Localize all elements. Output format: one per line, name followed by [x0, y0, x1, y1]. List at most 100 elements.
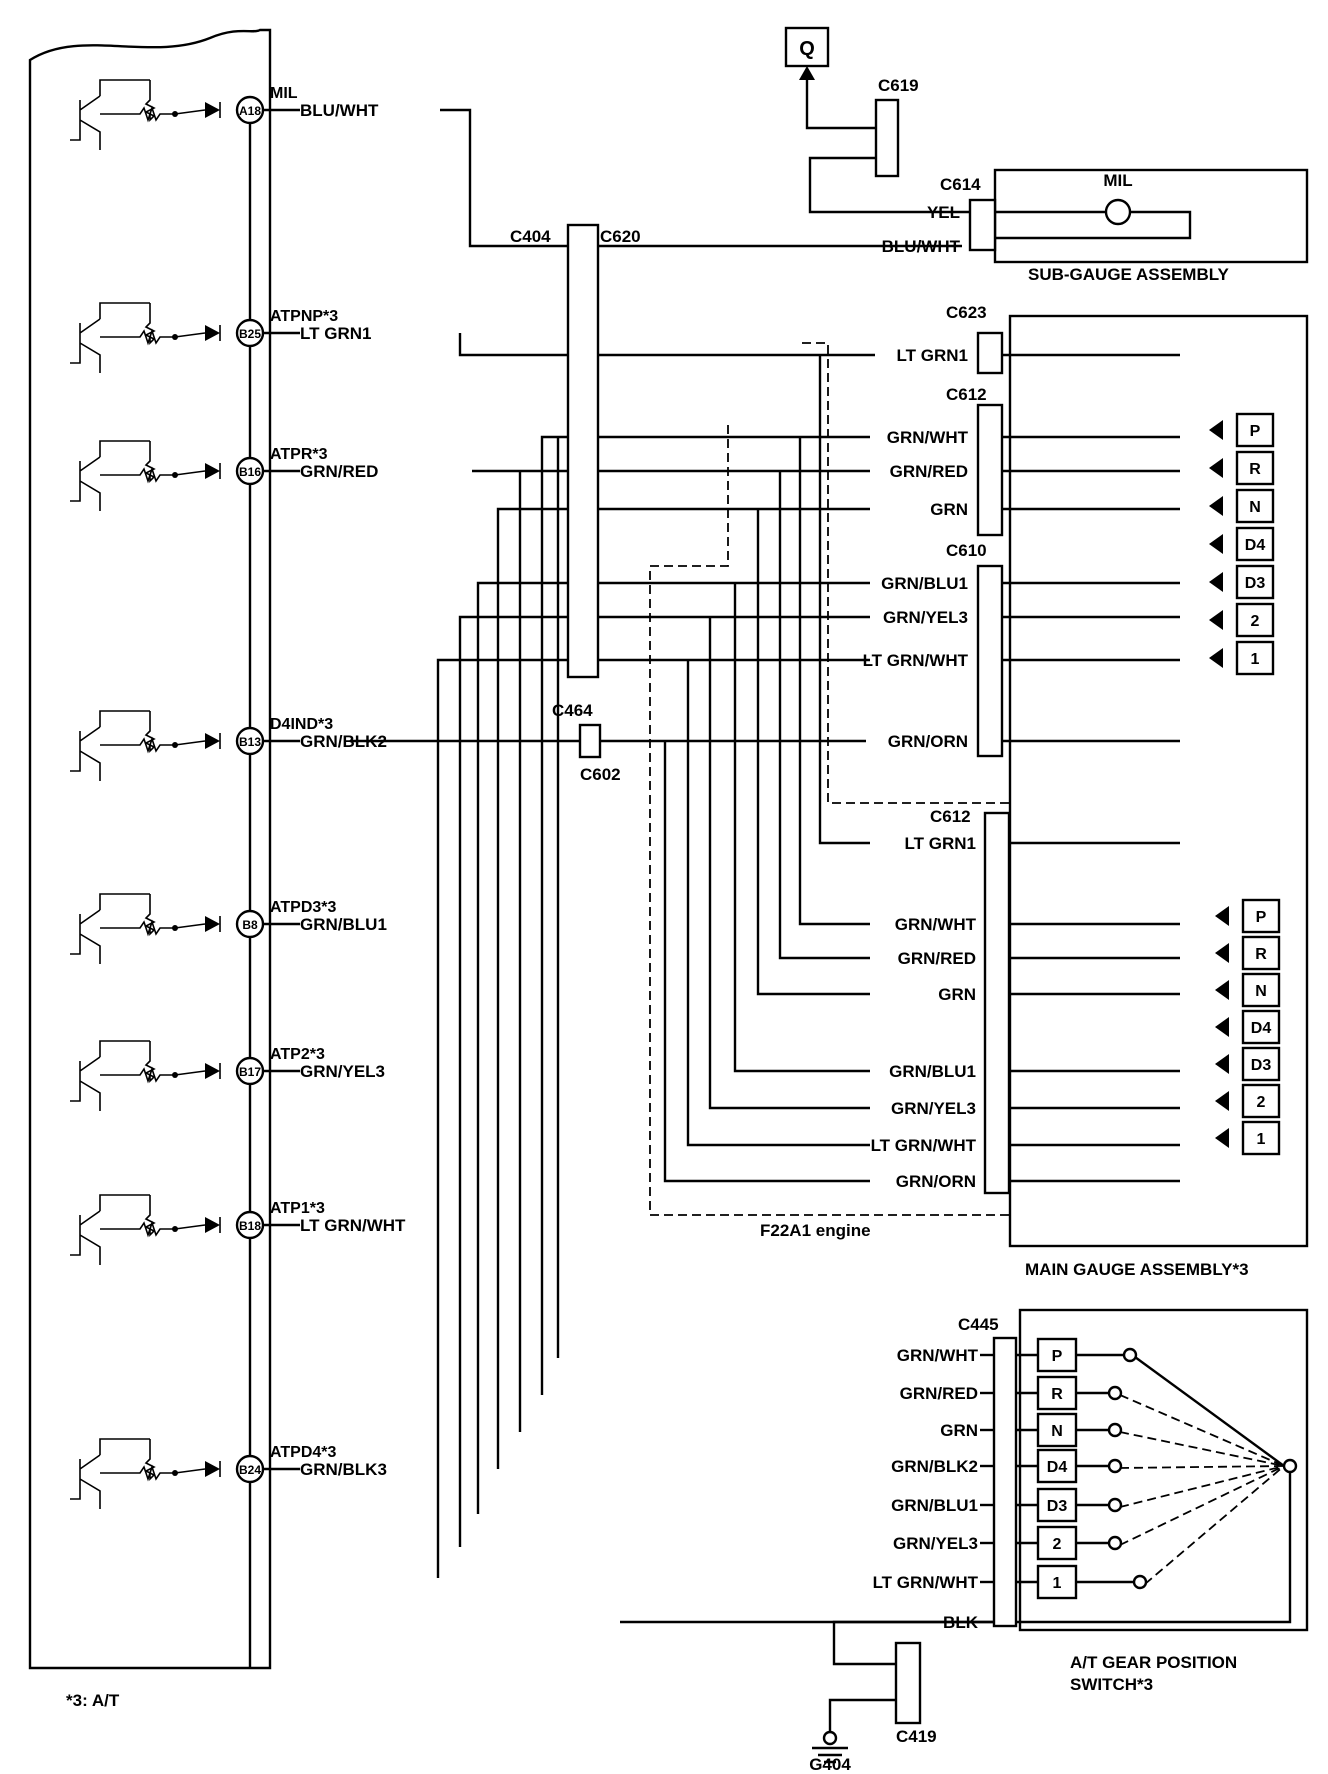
- gauge-position-p: P: [1256, 909, 1267, 926]
- driver-circuit: [70, 79, 221, 150]
- switch-position-label: D3: [1047, 1498, 1068, 1515]
- c619-label: C619: [878, 76, 919, 95]
- gauge-wire-label: LT GRN/WHT: [871, 1136, 977, 1155]
- ecm-outline: [28, 28, 272, 1670]
- driver-circuit: [70, 1438, 221, 1509]
- switch-wire-label: GRN/RED: [900, 1384, 978, 1403]
- switch-position-label: 2: [1053, 1536, 1062, 1553]
- pin-b8: B8: [235, 909, 300, 939]
- pin-signal: D4IND*3: [270, 716, 333, 733]
- sub-gauge-wire-blu-wht: BLU/WHT: [882, 237, 961, 256]
- switch-position-label: N: [1051, 1423, 1063, 1440]
- switch-wire-label: GRN/BLU1: [891, 1496, 978, 1515]
- c610-label: C610: [946, 541, 987, 560]
- switch-position-label: D4: [1047, 1459, 1068, 1476]
- c602-label: C602: [580, 765, 621, 784]
- c620-label: C620: [600, 227, 641, 246]
- gauge-wire-label: GRN/ORN: [896, 1172, 976, 1191]
- pin-id: B13: [239, 735, 261, 749]
- pin-b18: B18: [235, 1210, 300, 1240]
- gauge-wire-label: LT GRN1: [905, 834, 976, 853]
- pin-wire: LT GRN1: [300, 324, 371, 343]
- ground-label: G404: [809, 1755, 851, 1774]
- harness-bundle: [436, 342, 1010, 1578]
- c445-label: C445: [958, 1315, 999, 1334]
- c464-c602-connector: [578, 723, 602, 759]
- pin-id: B18: [239, 1219, 261, 1233]
- sub-gauge-title: SUB-GAUGE ASSEMBLY: [1028, 265, 1230, 284]
- driver-circuit: [70, 893, 221, 964]
- pin-wire: LT GRN/WHT: [300, 1216, 406, 1235]
- switch-pivot: [1282, 1458, 1298, 1474]
- pin-id: B17: [239, 1065, 261, 1079]
- gauge-wire-label: GRN/RED: [898, 949, 976, 968]
- pin-wire: GRN/BLK3: [300, 1460, 387, 1479]
- pin-wire: GRN/RED: [300, 462, 378, 481]
- pin-signal: ATPD3*3: [270, 899, 336, 916]
- gear-position-switch: C445 A/T GEAR POSITION SWITCH*3: [958, 1308, 1309, 1694]
- gauge-position-r: R: [1255, 946, 1267, 963]
- gauge-wire-label: GRN/YEL3: [891, 1099, 976, 1118]
- gauge-wire-label: GRN/ORN: [888, 732, 968, 751]
- gauge-position-d3: D3: [1251, 1057, 1272, 1074]
- driver-circuit: [70, 710, 221, 781]
- switch-wire-label: GRN/YEL3: [893, 1534, 978, 1553]
- c419-label: C419: [896, 1727, 937, 1746]
- gear-switch-title-line1: A/T GEAR POSITION: [1070, 1653, 1237, 1672]
- gauge-position-1: 1: [1257, 1131, 1266, 1148]
- driver-circuit: [70, 302, 221, 373]
- main-gauge-upper-wires: LT GRN1GRN/WHTGRN/REDGRNGRN/BLU1GRN/YEL3…: [863, 346, 1275, 751]
- gauge-wire-label: GRN/WHT: [895, 915, 977, 934]
- pin-signal: ATPR*3: [270, 446, 328, 463]
- c614-label: C614: [940, 175, 981, 194]
- ground-group: C419 G404: [809, 1620, 994, 1774]
- pin-a18: A18: [235, 95, 300, 125]
- gauge-wire-label: GRN: [930, 500, 968, 519]
- gauge-position-d4: D4: [1245, 537, 1266, 554]
- pin-wire: GRN/BLK2: [300, 732, 387, 751]
- c404-label: C404: [510, 227, 551, 246]
- pin-b24: B24: [235, 1454, 300, 1484]
- c619-connector: [874, 98, 900, 178]
- pin-wire: BLU/WHT: [300, 101, 379, 120]
- pin-id: B25: [239, 327, 261, 341]
- main-gauge-lower-wires: LT GRN1GRN/WHTGRN/REDGRNGRN/BLU1GRN/YEL3…: [871, 834, 1281, 1191]
- mil-lamp-icon: [1104, 198, 1132, 226]
- switch-wire-label: GRN/WHT: [897, 1346, 979, 1365]
- gauge-position-d3: D3: [1245, 575, 1266, 592]
- pin-id: B8: [242, 918, 258, 932]
- pin-wire: GRN/YEL3: [300, 1062, 385, 1081]
- pin-signal: ATPNP*3: [270, 308, 338, 325]
- c612b-label: C612: [930, 807, 971, 826]
- gauge-wire-label: GRN/RED: [890, 462, 968, 481]
- gauge-position-1: 1: [1251, 651, 1260, 668]
- pin-signal: ATPD4*3: [270, 1444, 336, 1461]
- gauge-wire-label: GRN/BLU1: [889, 1062, 976, 1081]
- pin-b25: B25: [235, 318, 300, 348]
- pin-id: B16: [239, 465, 261, 479]
- c612a-label: C612: [946, 385, 987, 404]
- pin-wire: GRN/BLU1: [300, 915, 387, 934]
- switch-position-label: P: [1052, 1348, 1063, 1365]
- footnote: *3: A/T: [66, 1691, 120, 1710]
- gauge-position-2: 2: [1251, 613, 1260, 630]
- gauge-position-2: 2: [1257, 1094, 1266, 1111]
- driver-circuit: [70, 1040, 221, 1111]
- pin-signal: ATP1*3: [270, 1200, 325, 1217]
- mil-lamp-label: MIL: [1103, 171, 1132, 190]
- c419-connector: [894, 1641, 922, 1725]
- switch-wire-label: GRN/BLK2: [891, 1457, 978, 1476]
- gauge-position-d4: D4: [1251, 1020, 1272, 1037]
- gauge-wire-label: LT GRN1: [897, 346, 968, 365]
- pin-b17: B17: [235, 1056, 300, 1086]
- gauge-position-n: N: [1249, 499, 1261, 516]
- harness-wires: [350, 108, 962, 759]
- sub-gauge-wire-yel: YEL: [927, 203, 960, 222]
- c404-c620-connector: [566, 223, 600, 679]
- gear-switch-title-line2: SWITCH*3: [1070, 1675, 1153, 1694]
- switch-position-label: R: [1051, 1386, 1063, 1403]
- switch-wire-label: LT GRN/WHT: [873, 1573, 979, 1592]
